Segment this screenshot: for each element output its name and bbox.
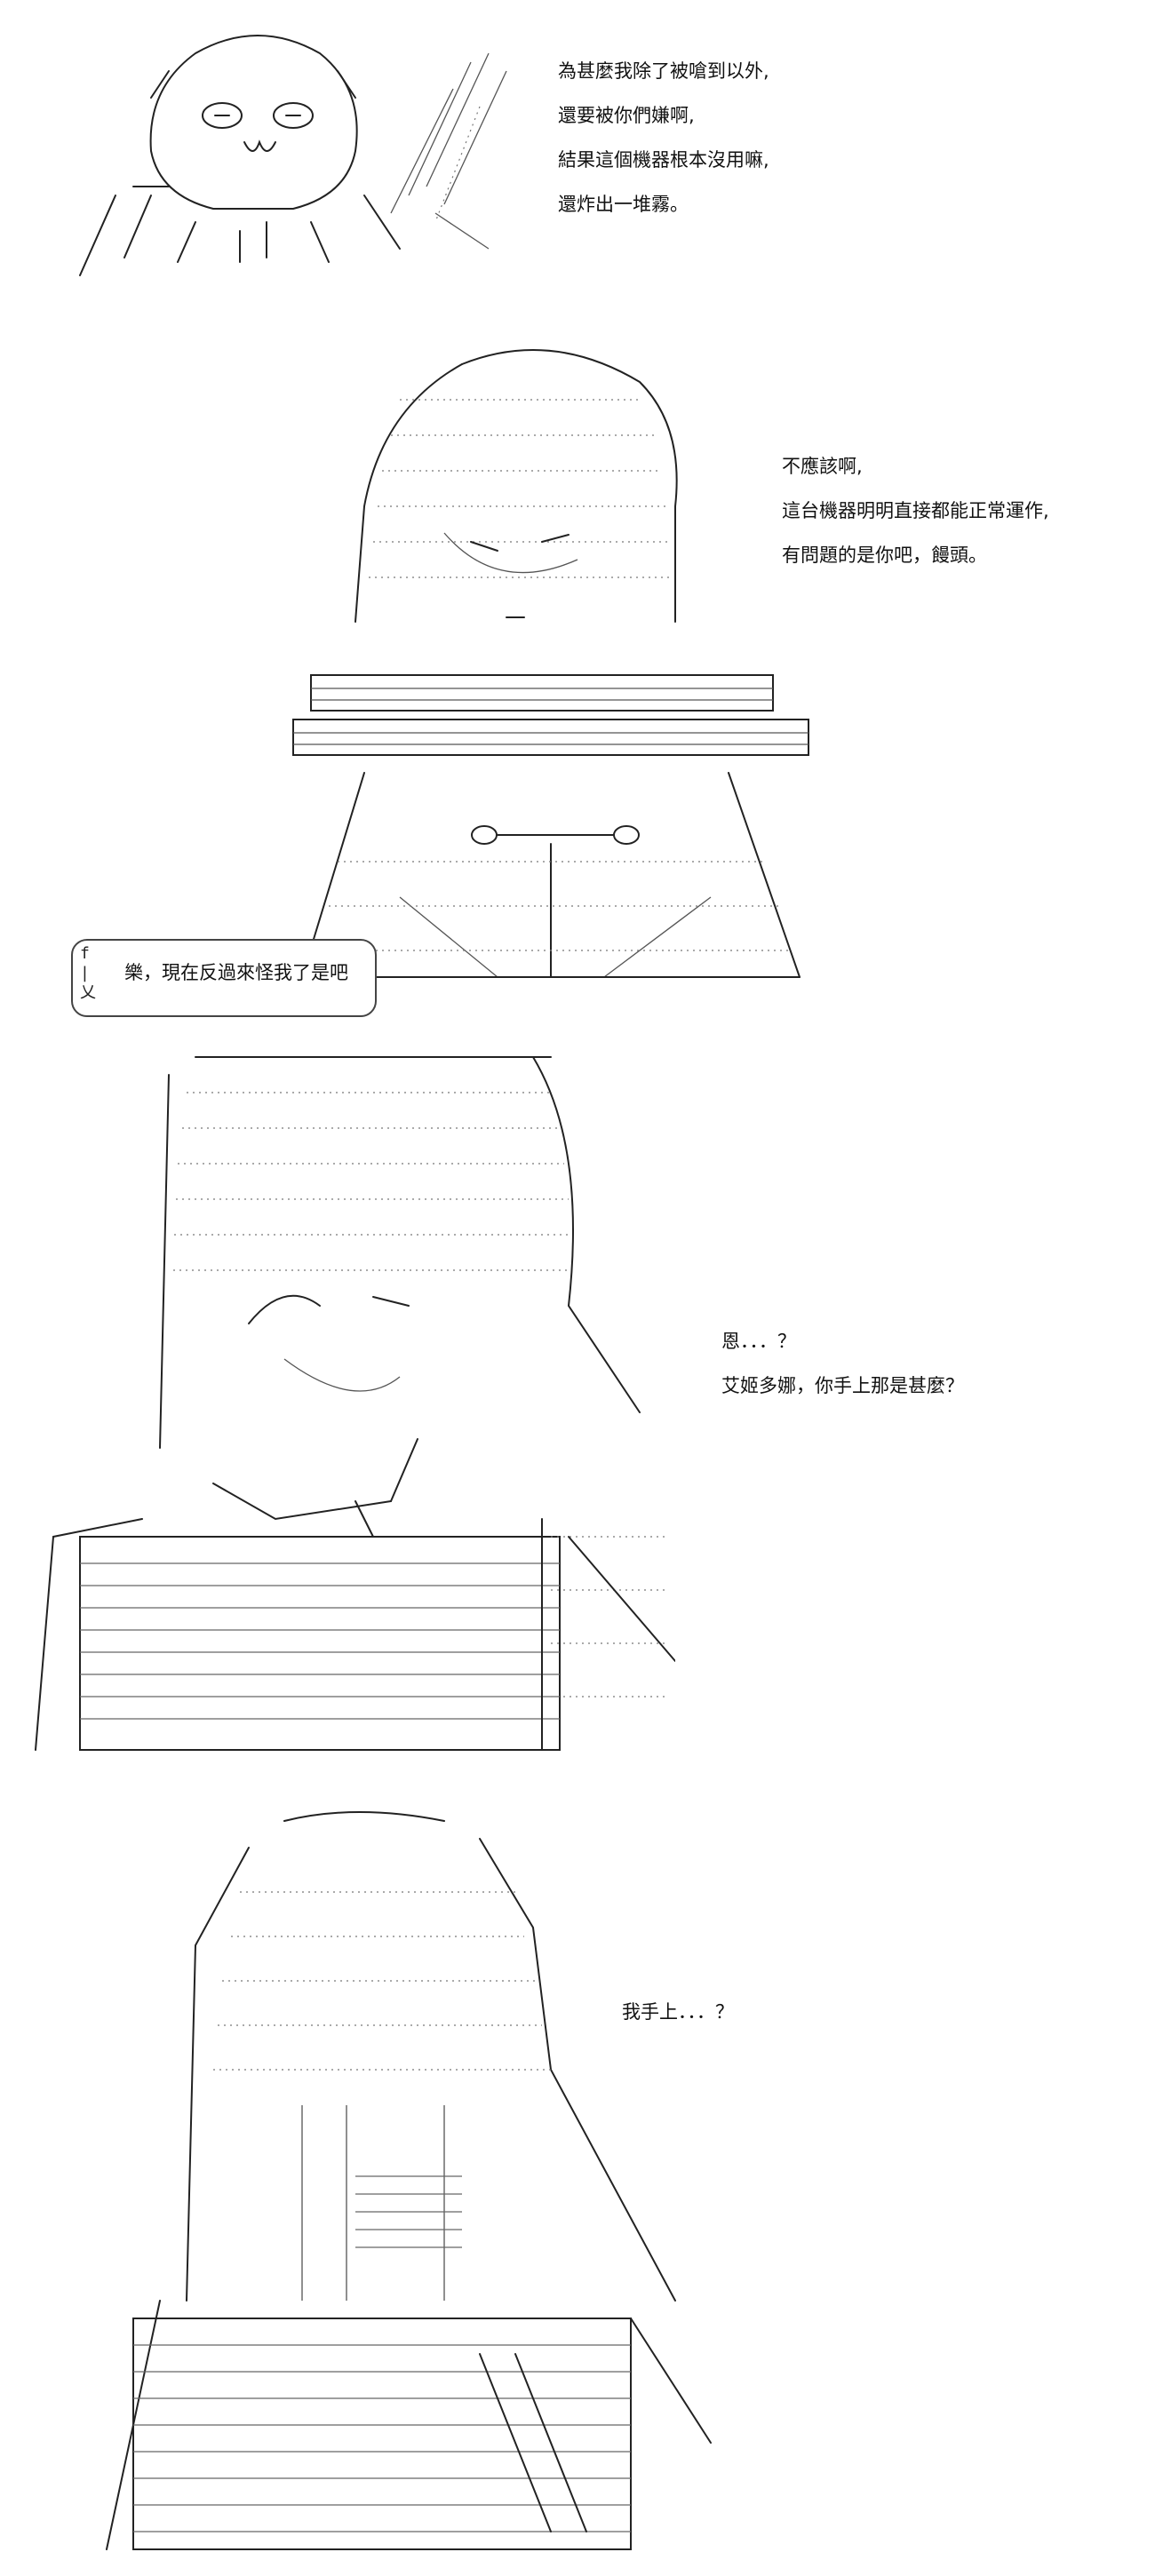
dialog-line: 還要被你們嫌啊, — [558, 105, 695, 126]
dialog-line: 結果這個機器根本沒用嘛, — [558, 149, 769, 171]
bubble-text: 樂，現在反過來怪我了是吧 — [124, 962, 348, 983]
panel-4-dialog: 我手上．．．？ — [622, 1990, 734, 2034]
panel-3: 恩．．．？ 艾姬多娜，你手上那是甚麼？ — [0, 1039, 1155, 1785]
girl-holding-object-ascii-art — [18, 1039, 675, 1768]
dialog-line: 不應該啊, — [782, 456, 863, 477]
dialog-line: 這台機器明明直接都能正常運作, — [782, 500, 1049, 521]
dialog-line: 艾姬多娜，你手上那是甚麼？ — [721, 1375, 964, 1396]
dialog-line: 為甚麼我除了被嗆到以外, — [558, 60, 769, 82]
manju-ascii-art — [62, 18, 524, 284]
panel-2-dialog: 不應該啊, 這台機器明明直接都能正常運作, 有問題的是你吧，饅頭。 — [782, 444, 1049, 577]
dialog-line: 有問題的是你吧，饅頭。 — [782, 545, 987, 566]
panel-3-dialog: 恩．．．？ 艾姬多娜，你手上那是甚麼？ — [721, 1319, 964, 1408]
dialog-line: 我手上．．．？ — [622, 2001, 734, 2023]
girl-looking-down-ascii-art — [53, 1803, 729, 2558]
panel-1: 為甚麼我除了被嗆到以外, 還要被你們嫌啊, 結果這個機器根本沒用嘛, 還炸出一堆… — [0, 0, 1155, 293]
dialog-line: 還炸出一堆霧。 — [558, 194, 689, 215]
bubble-tail-mark: f|乂 — [80, 944, 96, 1002]
girl-at-desk-ascii-art — [178, 329, 888, 1004]
panel-1-dialog: 為甚麼我除了被嗆到以外, 還要被你們嫌啊, 結果這個機器根本沒用嘛, 還炸出一堆… — [558, 49, 769, 227]
dialog-line: 恩．．．？ — [721, 1331, 796, 1352]
panel-4: 我手上．．．？ — [0, 1803, 1155, 2567]
panel-2: f|乂 樂，現在反過來怪我了是吧 不應該啊, 這台機器明明直接都能正常運作, 有… — [0, 320, 1155, 1022]
speech-bubble: f|乂 樂，現在反過來怪我了是吧 — [71, 939, 377, 1017]
